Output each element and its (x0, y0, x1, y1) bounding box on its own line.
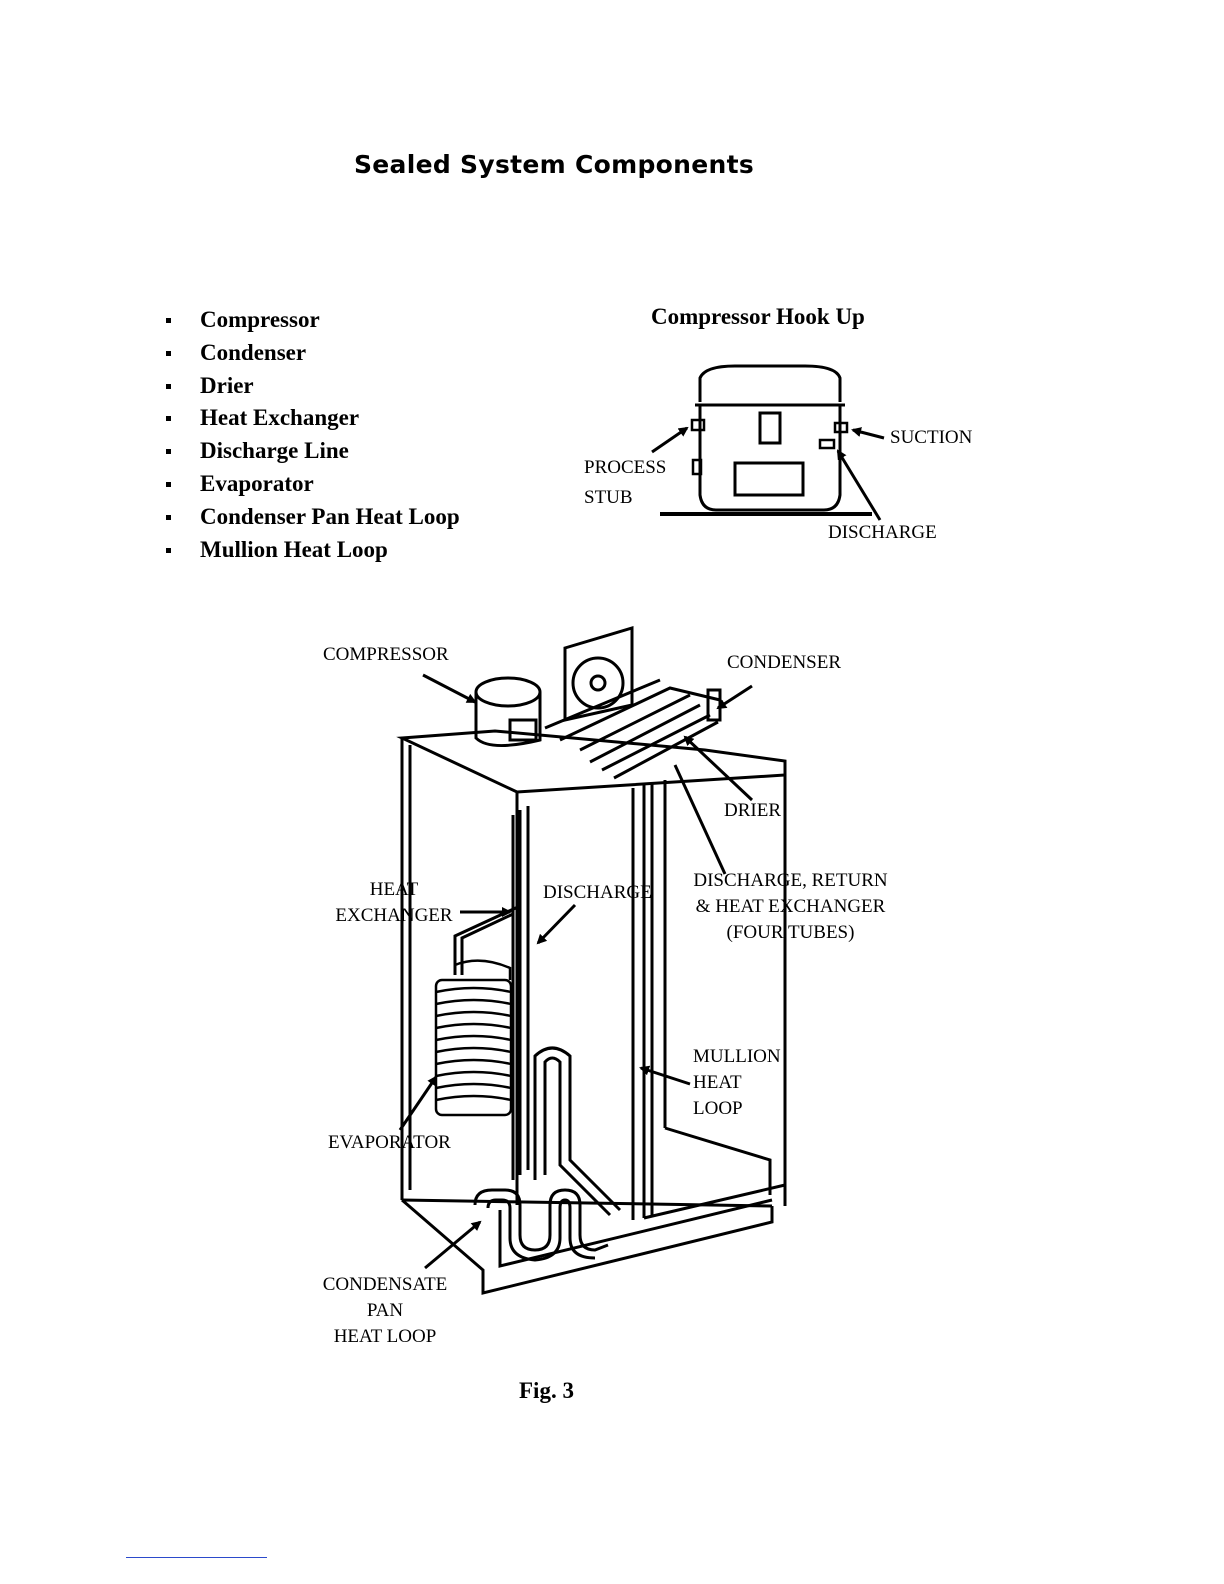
footer-rule (126, 1557, 267, 1558)
heat-exchanger-label-1: HEAT (369, 879, 419, 900)
discharge-label: DISCHARGE (543, 882, 652, 903)
bullet-icon (166, 416, 171, 422)
bullet-icon (166, 383, 171, 389)
list-item-label: Evaporator (200, 470, 314, 496)
four-tubes-label-3: (FOUR TUBES) (726, 922, 855, 943)
heat-exchanger-label: HEAT EXCHANGER (324, 877, 464, 929)
bullet-icon (166, 481, 171, 487)
process-stub-label: PROCESS (584, 457, 667, 478)
list-item: Mullion Heat Loop (160, 534, 460, 567)
list-item-label: Condenser (200, 339, 307, 365)
condensate-label: CONDENSATE PAN HEAT LOOP (310, 1272, 460, 1350)
four-tubes-label: DISCHARGE, RETURN & HEAT EXCHANGER (FOUR… (678, 868, 903, 946)
evaporator-label: EVAPORATOR (328, 1132, 451, 1153)
mullion-label-3: LOOP (693, 1098, 743, 1119)
refrigerator-cabinet-icon (396, 625, 787, 1295)
figure-arrows (398, 673, 754, 1270)
four-tubes-label-1: DISCHARGE, RETURN (693, 870, 888, 891)
bullet-icon (166, 514, 171, 520)
list-item: Drier (160, 370, 460, 403)
condensate-label-3: HEAT LOOP (333, 1326, 437, 1347)
list-item: Discharge Line (160, 435, 460, 468)
condensate-label-1: CONDENSATE (322, 1274, 448, 1295)
component-list: Compressor Condenser Drier Heat Exchange… (160, 304, 460, 566)
mullion-label-1: MULLION (693, 1046, 781, 1067)
list-item-label: Mullion Heat Loop (200, 536, 388, 562)
mullion-label-2: HEAT (693, 1072, 742, 1093)
list-item: Condenser Pan Heat Loop (160, 501, 460, 534)
hookup-discharge-label: DISCHARGE (828, 522, 937, 543)
figure-caption: Fig. 3 (519, 1378, 574, 1403)
list-item-label: Heat Exchanger (200, 405, 360, 431)
hookup-title: Compressor Hook Up (651, 304, 865, 329)
condensate-label-2: PAN (366, 1300, 404, 1321)
page-title: Sealed System Components (354, 150, 755, 179)
hookup-arrows (651, 426, 885, 521)
list-item: Evaporator (160, 468, 460, 501)
four-tubes-label-2: & HEAT EXCHANGER (695, 896, 886, 917)
compressor-hookup-icon (660, 364, 872, 516)
condenser-label: CONDENSER (727, 652, 842, 673)
drier-label: DRIER (724, 800, 781, 821)
list-item: Condenser (160, 337, 460, 370)
list-item-label: Condenser Pan Heat Loop (200, 503, 460, 529)
list-item-label: Discharge Line (200, 438, 349, 464)
list-item: Compressor (160, 304, 460, 337)
heat-exchanger-label-2: EXCHANGER (335, 905, 453, 926)
list-item-label: Compressor (200, 307, 320, 332)
process-stub-label-2: STUB (584, 487, 633, 508)
bullet-icon (166, 350, 171, 356)
list-item: Heat Exchanger (160, 402, 460, 435)
list-item-label: Drier (200, 372, 254, 398)
compressor-label: COMPRESSOR (323, 644, 449, 665)
suction-label: SUCTION (890, 427, 973, 448)
bullet-icon (166, 318, 171, 323)
bullet-icon (166, 547, 171, 553)
bullet-icon (166, 449, 171, 455)
mullion-label: MULLION HEAT LOOP (693, 1044, 781, 1122)
